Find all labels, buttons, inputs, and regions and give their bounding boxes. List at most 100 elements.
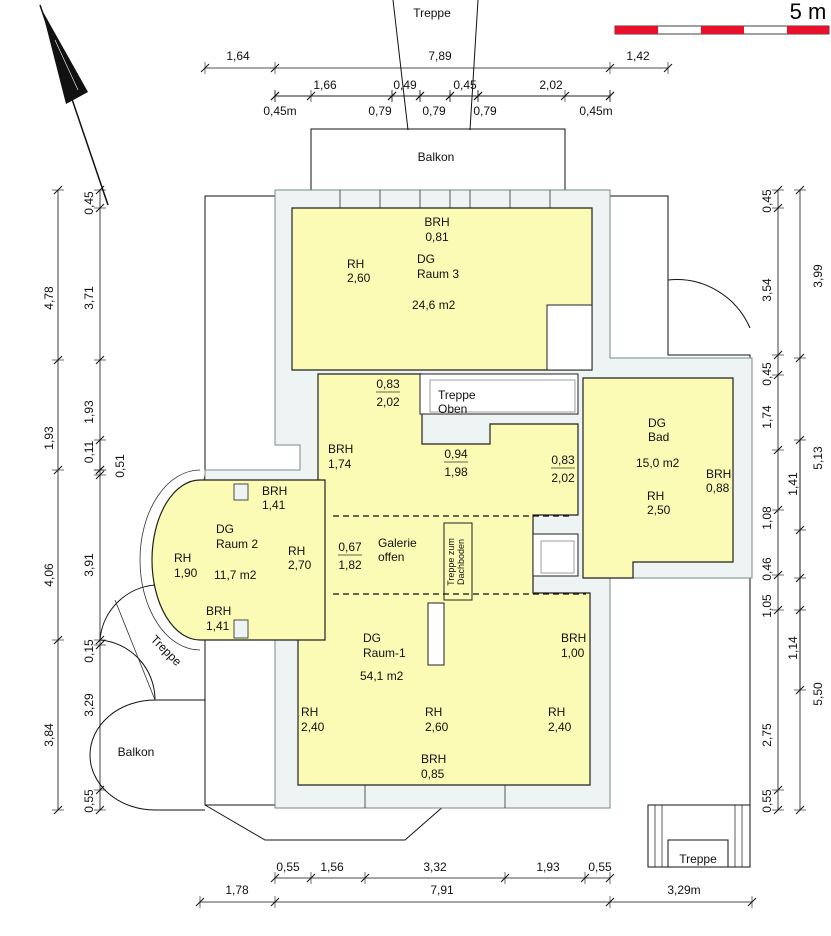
galerie-dash-lines bbox=[333, 515, 586, 595]
raum1-area: 54,1 m2 bbox=[360, 669, 404, 683]
north-arrow-icon bbox=[39, 4, 109, 206]
top-stair: Treppe bbox=[392, 0, 479, 131]
dim-left-mid-label: 3,91 bbox=[82, 553, 96, 577]
dim-bottom-1-label: 1,56 bbox=[320, 860, 344, 874]
dim-right-inner-label: 0,45 bbox=[760, 362, 774, 386]
raum3-area: 24,6 m2 bbox=[412, 298, 456, 312]
dim-right-inner-label: 1,74 bbox=[760, 405, 774, 429]
bad-brh-label: BRH bbox=[706, 467, 731, 481]
raum2-rh-right-label: RH bbox=[288, 544, 305, 558]
galerie-line1: Galerie bbox=[378, 536, 417, 550]
raum2-rh-left-label: RH bbox=[174, 551, 191, 565]
galerie-brh-label: BRH bbox=[328, 442, 353, 456]
dim-left-mid-label: 0,45 bbox=[82, 191, 96, 215]
raum1-brh-right-label: BRH bbox=[561, 631, 586, 645]
dim-left-mid-label: 3,29 bbox=[82, 693, 96, 717]
labels-raum1: DG Raum-1 54,1 m2 BRH 1,00 RH 2,40 RH 2,… bbox=[301, 631, 586, 781]
stair-oben-box bbox=[419, 373, 579, 415]
room-raum2 bbox=[139, 469, 326, 651]
galerie-line2: offen bbox=[378, 550, 404, 564]
dim-right-mid-label: 1,14 bbox=[786, 636, 800, 660]
dim-bottom-2-label: 3,29m bbox=[667, 883, 700, 897]
raum1-brh-right-value: 1,00 bbox=[561, 646, 585, 660]
raum2-floor: DG bbox=[216, 522, 234, 536]
raum2-rh-right-value: 2,70 bbox=[288, 558, 312, 572]
dim-top-1-label: 1,42 bbox=[626, 49, 650, 63]
labels-treppe-oben: Treppe Oben bbox=[438, 388, 476, 416]
fraction-4-top: 0,67 bbox=[338, 540, 362, 554]
bad-rh-label: RH bbox=[647, 489, 664, 503]
dim-right-inner-label: 0,46 bbox=[760, 557, 774, 581]
fraction-1: 0,83 2,02 bbox=[376, 377, 400, 409]
dim-left-outer-label: 4,78 bbox=[42, 286, 56, 310]
attic-stair-line2: Dachboden bbox=[456, 539, 466, 585]
right-stair-label: Treppe bbox=[679, 852, 717, 866]
dim-top-3-label: 0,79 bbox=[422, 104, 446, 118]
dim-top-2-label: 2,02 bbox=[539, 78, 563, 92]
dim-right-inner-label: 2,75 bbox=[760, 723, 774, 747]
raum3-name: Raum 3 bbox=[417, 267, 459, 281]
room-galerie bbox=[297, 373, 591, 786]
dim-right-inner-label: 0,55 bbox=[760, 789, 774, 813]
dim-top-1-label: 1,64 bbox=[226, 49, 250, 63]
labels-raum2: BRH 1,41 DG Raum 2 RH 1,90 RH 2,70 11,7 … bbox=[174, 484, 312, 633]
labels-galerie: BRH 1,74 Galerie offen Treppe zum Dachbo… bbox=[328, 442, 466, 586]
raum1-rh-left-value: 2,40 bbox=[301, 720, 325, 734]
attic-stair-line1: Treppe zum bbox=[446, 538, 456, 586]
labels-bad: DG Bad 15,0 m2 BRH 0,88 RH 2,50 bbox=[636, 416, 731, 517]
dim-left-mid-label: 0,55 bbox=[82, 789, 96, 813]
bad-area: 15,0 m2 bbox=[636, 456, 680, 470]
dim-right-inner-label: 3,54 bbox=[760, 278, 774, 302]
raum2-name: Raum 2 bbox=[216, 537, 258, 551]
fraction-4: 0,67 1,82 bbox=[338, 540, 362, 572]
scale-label: 5 m bbox=[790, 0, 827, 24]
dim-bottom-1-label: 1,93 bbox=[536, 860, 560, 874]
dim-right-inner-label: 1,08 bbox=[760, 506, 774, 530]
dim-left-outer-label: 3,84 bbox=[42, 723, 56, 747]
dim-right-outer-label: 5,50 bbox=[811, 682, 825, 706]
raum2-brh-bottom-label: BRH bbox=[206, 604, 231, 618]
dim-right-outer-label: 3,99 bbox=[811, 264, 825, 288]
dim-left-mid-label: 0,11 bbox=[82, 440, 96, 463]
dim-top-3-label: 0,79 bbox=[473, 104, 497, 118]
dim-top-2-label: 0,45 bbox=[453, 78, 477, 92]
fraction-1-bottom: 2,02 bbox=[376, 395, 400, 409]
dim-left-inner-label: 0,51 bbox=[113, 454, 127, 478]
dim-top-2-label: 1,66 bbox=[313, 78, 337, 92]
raum3-brh-value: 0,81 bbox=[425, 230, 449, 244]
raum1-name: Raum-1 bbox=[363, 646, 406, 660]
bad-rh-value: 2,50 bbox=[647, 503, 671, 517]
dim-left-outer-label: 4,06 bbox=[42, 563, 56, 587]
raum2-brh-top-label: BRH bbox=[262, 484, 287, 498]
dim-left-mid-label: 3,71 bbox=[82, 286, 96, 310]
dim-top-3-label: 0,79 bbox=[368, 104, 392, 118]
raum3-rh-label: RH bbox=[347, 257, 364, 271]
treppe-oben-line2: Oben bbox=[438, 402, 467, 416]
room-bad bbox=[582, 377, 734, 579]
top-balcony-label: Balkon bbox=[418, 150, 455, 164]
dim-top-3-label: 0,45m bbox=[579, 104, 612, 118]
dim-bottom-1-label: 3,32 bbox=[423, 860, 447, 874]
top-stair-label: Treppe bbox=[413, 6, 451, 20]
labels-raum3: BRH 0,81 RH 2,60 DG Raum 3 24,6 m2 bbox=[347, 215, 459, 312]
fraction-2: 0,94 1,98 bbox=[444, 447, 468, 479]
fraction-1-top: 0,83 bbox=[376, 377, 400, 391]
raum3-brh-label: BRH bbox=[424, 215, 449, 229]
left-balcony-label: Balkon bbox=[118, 745, 155, 759]
dim-right-inner-label: 1,05 bbox=[760, 594, 774, 618]
dim-top-2-label: 0,49 bbox=[393, 78, 417, 92]
dim-top-1-label: 7,89 bbox=[428, 49, 452, 63]
raum2-brh-bottom-value: 1,41 bbox=[206, 619, 230, 633]
bad-brh-value: 0,88 bbox=[706, 481, 730, 495]
fraction-2-top: 0,94 bbox=[444, 447, 468, 461]
dim-right-mid-label: 1,41 bbox=[786, 472, 800, 496]
dim-right-inner-label: 0,45 bbox=[760, 189, 774, 213]
raum2-area: 11,7 m2 bbox=[214, 568, 257, 582]
raum2-brh-top-value: 1,41 bbox=[262, 498, 286, 512]
raum3-floor: DG bbox=[417, 252, 435, 266]
bad-floor: DG bbox=[648, 416, 666, 430]
bad-name: Bad bbox=[648, 430, 669, 444]
dim-left-mid-label: 0,15 bbox=[82, 639, 96, 663]
dim-right-outer-label: 5,13 bbox=[811, 446, 825, 470]
